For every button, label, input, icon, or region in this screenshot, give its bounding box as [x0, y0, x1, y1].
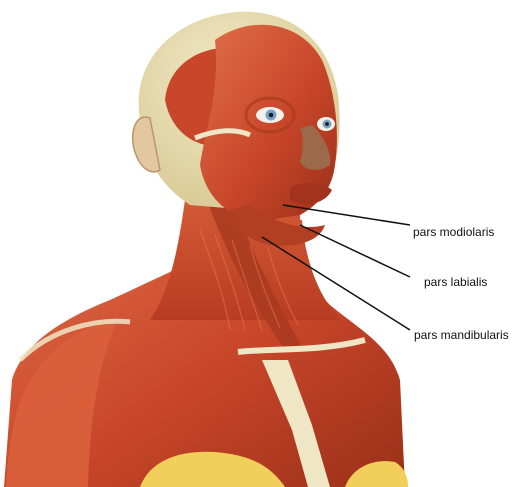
pupil-right [325, 122, 329, 126]
head-neck-illustration [4, 12, 408, 487]
label-pars-mandibularis: pars mandibularis [414, 328, 509, 342]
label-pars-modiolaris: pars modiolaris [413, 225, 494, 239]
pupil-left [269, 113, 274, 118]
leader-labialis [300, 225, 410, 277]
label-pars-labialis: pars labialis [424, 275, 487, 289]
